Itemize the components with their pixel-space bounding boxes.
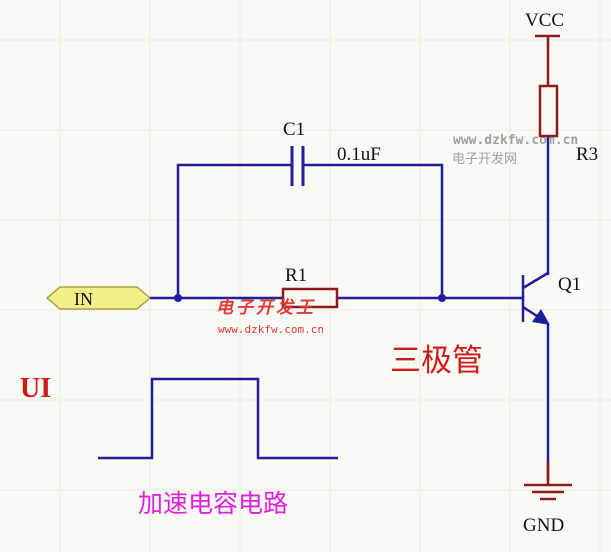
in-port — [45, 286, 152, 310]
watermark-url-bottom: www.dzkfw.com.cn — [218, 323, 324, 336]
r1-label: R1 — [285, 265, 307, 286]
watermark-name-top: 电子开发网 — [452, 151, 517, 167]
ground-symbol — [524, 462, 572, 501]
watermark-logo: 电子开发王 — [216, 298, 316, 318]
vcc-label: VCC — [525, 10, 564, 31]
r3-resistor — [538, 84, 559, 138]
circuit-title-cn: 加速电容电路 — [138, 489, 288, 518]
main-wires — [150, 163, 523, 300]
ui-label: UI — [20, 373, 51, 404]
watermark-url-top: www.dzkfw.com.cn — [453, 133, 578, 148]
q1-transistor — [521, 271, 549, 322]
r3-label: R3 — [576, 144, 598, 165]
c1-capacitor — [290, 146, 305, 186]
q1-label: Q1 — [558, 274, 581, 295]
junction-left — [174, 294, 182, 302]
vcc-symbol — [535, 34, 560, 86]
pulse-waveform — [98, 377, 338, 460]
in-port-label: IN — [74, 289, 93, 309]
c1-value-label: 0.1uF — [337, 144, 381, 165]
junction-right — [438, 294, 446, 302]
r1-resistor — [281, 287, 339, 309]
transistor-cn-label: 三极管 — [390, 343, 483, 379]
c1-label: C1 — [283, 119, 305, 140]
q1-emitter-arrow — [532, 309, 550, 325]
gnd-label: GND — [523, 515, 564, 536]
